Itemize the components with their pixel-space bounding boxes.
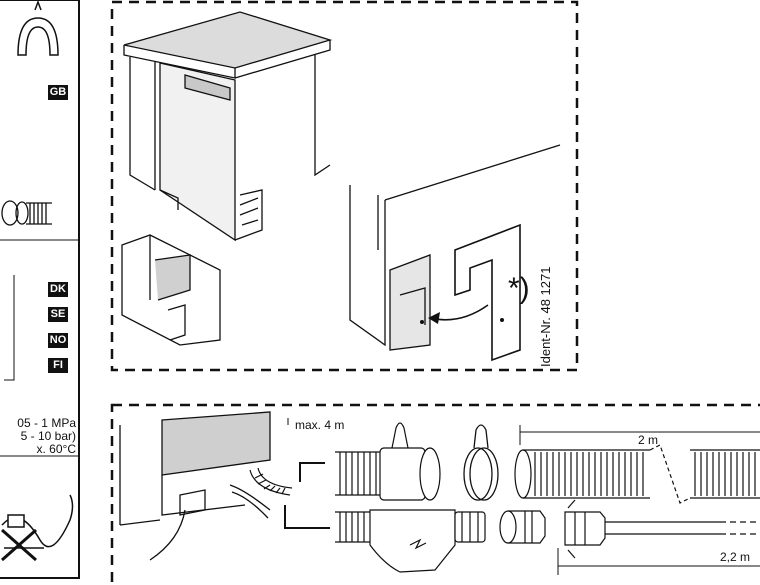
plinth-panel-detail (349, 144, 561, 351)
extension-hose-2m (514, 444, 760, 504)
screw-hole (500, 318, 504, 322)
left-panel-frame (0, 0, 80, 579)
dimension-line-2m (519, 425, 760, 445)
drain-hose-section (335, 422, 441, 501)
no-extension-cord-icon (1, 494, 74, 562)
dimension-line-2-2m (557, 548, 760, 575)
arrowhead-icon (428, 312, 440, 324)
inlet-hose-safety-valve (335, 509, 486, 573)
country-badge-no: NO (48, 333, 68, 348)
country-badge-gb: GB (48, 85, 68, 100)
screw-hole (420, 320, 424, 324)
inlet-hose-2-2m (564, 499, 760, 559)
top-figure-frame (110, 0, 579, 372)
adapter-fitting-icon (499, 510, 546, 544)
dishwasher-side-view (119, 411, 271, 561)
bottom-figure-frame (110, 403, 760, 585)
hose-length-2m-label: 2 m (638, 433, 659, 447)
country-badge-se: SE (48, 307, 68, 322)
pressure-mpa-text: 05 - 1 MPa (17, 416, 76, 430)
country-bracket (4, 275, 15, 381)
ident-number-label: Ident-Nr. 48 1271 (538, 266, 553, 367)
panel-part (454, 223, 521, 362)
cabinet-illustration (123, 11, 333, 242)
country-badge-fi: FI (48, 358, 68, 373)
hose-clamp-icon (463, 424, 499, 501)
toe-kick-detail (121, 234, 221, 346)
hook-tip-icon (34, 0, 42, 11)
drain-hose (249, 467, 293, 496)
connector-bracket-bottom (284, 505, 330, 529)
hose-hook-icon (17, 17, 59, 56)
pressure-bar-text: 5 - 10 bar) (20, 429, 76, 443)
country-badge-dk: DK (48, 282, 68, 297)
hose-length-2-2m-label: 2,2 m (720, 550, 751, 564)
max-temp-text: x. 60°C (36, 442, 76, 456)
hose-coil-icon (1, 200, 52, 226)
max-length-label: max. 4 m (295, 418, 345, 432)
connector-bracket-top (299, 462, 325, 482)
footnote-marker: *) (508, 272, 530, 305)
